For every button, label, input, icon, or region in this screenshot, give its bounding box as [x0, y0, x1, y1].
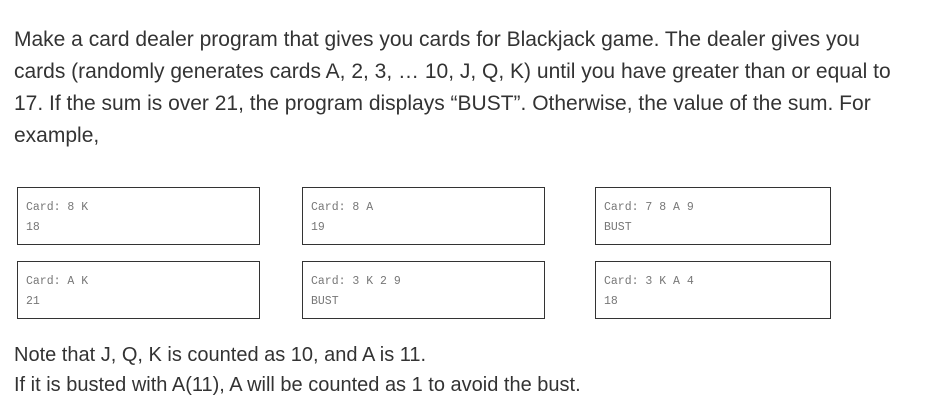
example-result: 18 [26, 221, 40, 234]
example-result: BUST [311, 295, 339, 308]
note-card-values: Note that J, Q, K is counted as 10, and … [14, 344, 427, 366]
example-box: Card: 8 K 18 [17, 187, 260, 245]
example-result: 21 [26, 295, 40, 308]
example-cards: Card: 3 K 2 9 [311, 275, 401, 288]
example-cards: Card: 7 8 A 9 [604, 201, 694, 214]
example-box: Card: 3 K A 4 18 [595, 261, 831, 319]
example-box: Card: 3 K 2 9 BUST [302, 261, 545, 319]
example-cards: Card: 8 A [311, 201, 374, 214]
example-result: 18 [604, 295, 618, 308]
example-result: 19 [311, 221, 325, 234]
example-box: Card: 8 A 19 [302, 187, 545, 245]
problem-description: Make a card dealer program that gives yo… [14, 28, 891, 147]
example-cards: Card: 8 K [26, 201, 89, 214]
example-result: BUST [604, 221, 632, 234]
note-ace-rule: If it is busted with A(11), A will be co… [14, 374, 581, 396]
example-cards: Card: A K [26, 275, 89, 288]
example-box: Card: A K 21 [17, 261, 260, 319]
example-cards: Card: 3 K A 4 [604, 275, 694, 288]
example-box: Card: 7 8 A 9 BUST [595, 187, 831, 245]
